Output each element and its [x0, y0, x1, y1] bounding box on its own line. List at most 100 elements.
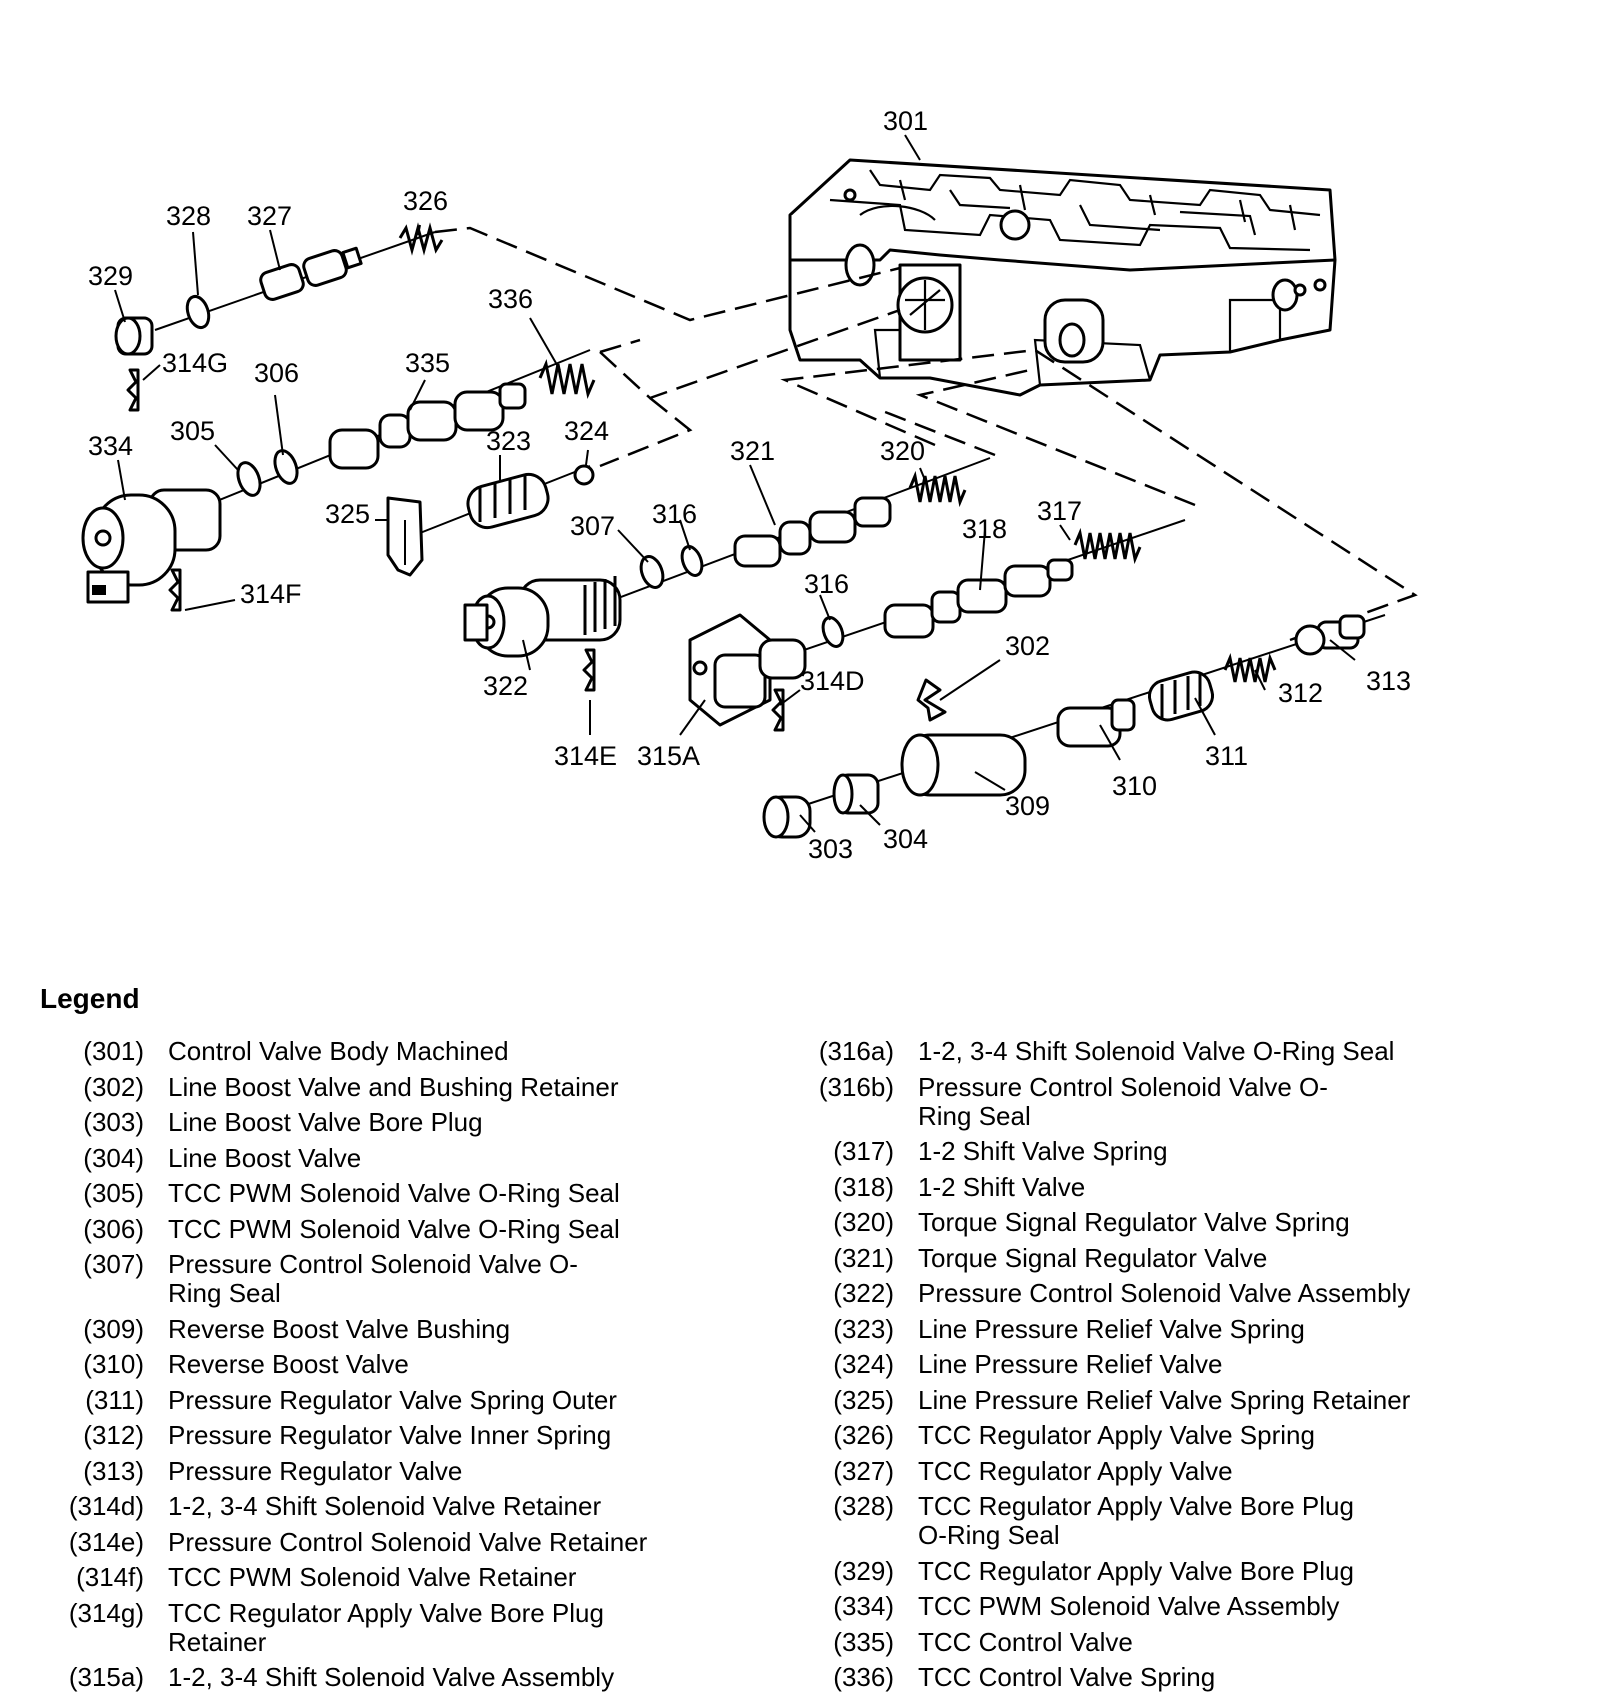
part-314g-retainer	[126, 368, 140, 412]
legend-item: (316b)Pressure Control Solenoid Valve O-…	[790, 1071, 1458, 1131]
legend-code: (336)	[833, 1662, 894, 1692]
legend-item: (314g) TCC Regulator Apply Valve Bore Plu…	[40, 1597, 708, 1657]
legend-left-column: (301)Control Valve Body Machined (302)Li…	[40, 1037, 708, 1699]
legend-desc: Reverse Boost Valve	[168, 1349, 409, 1379]
part-323-spring	[466, 472, 550, 530]
legend-code: (310)	[83, 1349, 144, 1379]
part-312-spring	[1223, 652, 1277, 683]
leader-lines	[114, 134, 1356, 833]
callout-328: 328	[166, 201, 211, 231]
part-334-solenoid	[81, 488, 222, 604]
callout-316-lower: 316	[804, 569, 849, 599]
part-324-valve	[573, 464, 595, 486]
legend-desc: Line Pressure Relief Valve Spring	[918, 1313, 1305, 1344]
legend-code: (321)	[833, 1242, 894, 1273]
legend-code: (303)	[83, 1107, 144, 1137]
legend-desc: Pressure Regulator Valve Inner Spring	[168, 1420, 612, 1450]
legend-desc: TCC PWM Solenoid Valve Assembly	[918, 1591, 1340, 1621]
legend-code: (318)	[833, 1171, 894, 1202]
legend-code: (314g)	[68, 1597, 144, 1628]
part-316-oring-upper	[680, 545, 704, 577]
legend-item: (324)Line Pressure Relief Valve	[790, 1350, 1458, 1379]
shift-solenoid-group	[688, 519, 1186, 732]
legend-item: (307)Pressure Control Solenoid Valve O-R…	[40, 1250, 708, 1308]
legend-code: (327)	[833, 1455, 894, 1486]
legend-code: (325)	[833, 1384, 894, 1415]
part-322-solenoid	[463, 576, 622, 658]
legend-item: (314d)1-2, 3-4 Shift Solenoid Valve Reta…	[40, 1492, 708, 1521]
part-315a-solenoid	[688, 613, 807, 727]
part-336-spring	[538, 358, 596, 400]
pressure-regulator-group	[762, 614, 1386, 839]
legend-item: (327) TCC Regulator Apply Valve	[790, 1455, 1458, 1486]
legend-code: (306)	[83, 1213, 144, 1244]
legend-item: (310) Reverse Boost Valve	[40, 1350, 708, 1379]
part-304-valve	[832, 773, 880, 815]
callout-314g: 314G	[162, 348, 228, 378]
callout-312: 312	[1278, 678, 1323, 708]
legend-item: (303)Line Boost Valve Bore Plug	[40, 1108, 708, 1137]
callout-334: 334	[88, 431, 133, 461]
part-329-plug	[114, 316, 154, 356]
control-valve-body	[788, 158, 1337, 397]
part-317-spring	[1073, 527, 1142, 565]
legend-code: (301)	[83, 1036, 144, 1066]
legend-item: (302)Line Boost Valve and Bushing Retain…	[40, 1071, 708, 1102]
legend-desc: TCC Regulator Apply Valve Bore Plug O-Ri…	[918, 1491, 1354, 1550]
legend-code: (311)	[85, 1384, 144, 1415]
callout-329: 329	[88, 261, 133, 291]
legend-item: (335)TCC Control Valve	[790, 1627, 1458, 1657]
legend-desc: Pressure Regulator Valve	[168, 1455, 463, 1486]
legend-code: (316a)	[818, 1036, 894, 1066]
tcc-pwm-solenoid-group	[81, 349, 596, 612]
legend-item: (323) Line Pressure Relief Valve Spring	[790, 1313, 1458, 1344]
legend-code: (316b)	[818, 1071, 894, 1102]
legend-item: (336)TCC Control Valve Spring	[790, 1663, 1458, 1692]
part-313-valve	[1294, 614, 1366, 656]
part-314d-retainer	[771, 688, 785, 732]
part-320-spring	[908, 470, 967, 508]
legend-item: (325)Line Pressure Relief Valve Spring R…	[790, 1384, 1458, 1415]
callout-317: 317	[1037, 496, 1082, 526]
part-311-spring	[1147, 670, 1215, 722]
legend-code: (323)	[833, 1313, 894, 1344]
legend-code: (312)	[83, 1420, 144, 1450]
legend-code: (302)	[83, 1071, 144, 1102]
legend-code: (313)	[83, 1455, 144, 1486]
part-305-oring	[236, 461, 262, 497]
legend-code: (324)	[833, 1349, 894, 1379]
legend-item: (314e)Pressure Control Solenoid Valve Re…	[40, 1527, 708, 1557]
legend-item: (301)Control Valve Body Machined	[40, 1037, 708, 1066]
callout-307: 307	[570, 511, 615, 541]
legend-code: (326)	[833, 1420, 894, 1450]
legend-item: (328)TCC Regulator Apply Valve Bore Plug…	[790, 1492, 1458, 1550]
legend-desc: Reverse Boost Valve Bushing	[168, 1313, 511, 1344]
legend-code: (320)	[833, 1207, 894, 1237]
part-309-bushing	[900, 733, 1027, 797]
pressure-control-solenoid-group	[463, 457, 991, 692]
part-318-valve	[883, 558, 1074, 639]
legend-code: (309)	[83, 1313, 144, 1344]
legend-item: (305)TCC PWM Solenoid Valve O-Ring Seal	[40, 1179, 708, 1208]
callout-315a: 315A	[637, 741, 700, 771]
legend-code: (314f)	[76, 1562, 144, 1592]
legend-item: (320)Torque Signal Regulator Valve Sprin…	[790, 1208, 1458, 1237]
legend-desc: 1-2, 3-4 Shift Solenoid Valve Assembly	[168, 1662, 615, 1692]
callout-314e: 314E	[554, 741, 617, 771]
legend-desc: TCC Regulator Apply Valve Bore Plug Reta…	[168, 1597, 604, 1657]
callout-322: 322	[483, 671, 528, 701]
callout-325: 325	[325, 499, 370, 529]
legend-desc: Pressure Control Solenoid Valve Assembly	[918, 1278, 1411, 1308]
legend-code: (305)	[83, 1178, 144, 1208]
legend-desc: TCC Regulator Apply Valve	[918, 1455, 1233, 1486]
callout-311: 311	[1205, 741, 1248, 771]
legend-desc: TCC Regulator Apply Valve Bore Plug	[918, 1555, 1354, 1586]
callout-320: 320	[880, 436, 925, 466]
assembly-guide-lines	[434, 226, 1418, 642]
legend-desc: 1-2 Shift Valve Spring	[918, 1136, 1168, 1166]
part-316-oring-lower	[821, 616, 845, 648]
part-310-valve	[1056, 698, 1136, 748]
part-321-valve	[733, 496, 892, 568]
legend-item: (329)TCC Regulator Apply Valve Bore Plug	[790, 1555, 1458, 1586]
legend-desc: 1-2, 3-4 Shift Solenoid Valve O-Ring Sea…	[918, 1036, 1395, 1066]
